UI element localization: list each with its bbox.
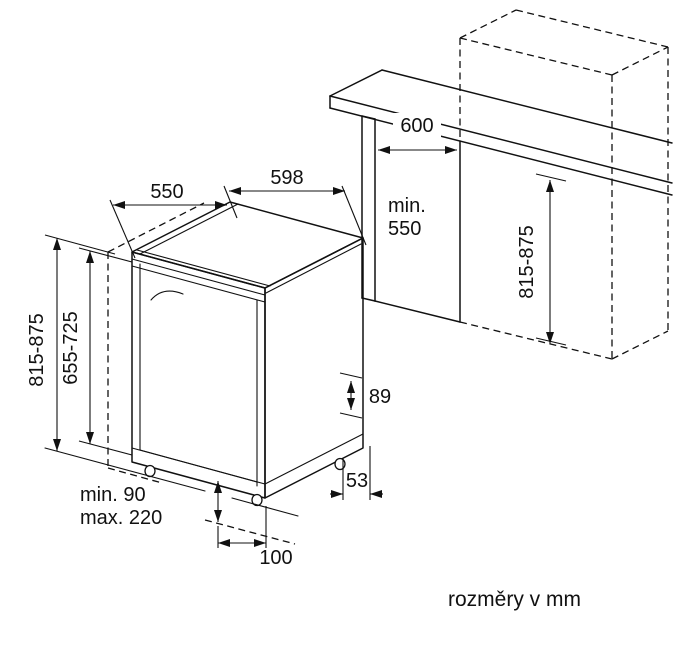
dim-label-min-550: 550 — [388, 218, 421, 240]
dim-89: 89 — [339, 372, 391, 419]
niche-outline-dashed — [107, 202, 205, 484]
dim-door-height: 655-725 — [60, 247, 133, 456]
dim-label-655-725: 655-725 — [60, 311, 82, 384]
dim-top-width: 598 — [229, 167, 367, 246]
units-caption: rozměry v mm — [448, 588, 581, 611]
worktop — [329, 69, 673, 196]
dim-top-depth: 550 — [109, 181, 238, 259]
dim-label-53: 53 — [346, 470, 368, 492]
cabinet-dashed-box — [459, 9, 669, 360]
dim-label-min: min. — [388, 195, 426, 217]
dim-label-max-220: max. 220 — [80, 507, 162, 529]
foot-front-right — [251, 493, 263, 507]
dim-niche-depth: min. 550 — [388, 195, 426, 240]
dim-label-550-depth: 550 — [150, 181, 183, 203]
door-handle — [150, 290, 184, 301]
dim-label-100: 100 — [259, 547, 292, 569]
dim-label-89: 89 — [369, 386, 391, 408]
dim-label-815-875-left: 815-875 — [26, 313, 48, 386]
dim-niche-height: 815-875 — [516, 173, 567, 346]
floor-lines — [44, 447, 299, 545]
dim-plinth: min. 90 max. 220 — [80, 481, 222, 529]
dim-label-815-875-right: 815-875 — [516, 225, 538, 298]
dim-100: 100 — [217, 506, 293, 569]
dim-label-598: 598 — [270, 167, 303, 189]
dishwasher — [131, 201, 364, 507]
dim-height-total: 815-875 — [26, 234, 116, 451]
dim-53: 53 — [330, 446, 383, 500]
dim-label-min-90: min. 90 — [80, 484, 146, 506]
dim-label-600: 600 — [400, 115, 433, 137]
dim-niche-width: 600 — [378, 113, 457, 154]
niche-opening — [361, 115, 461, 323]
